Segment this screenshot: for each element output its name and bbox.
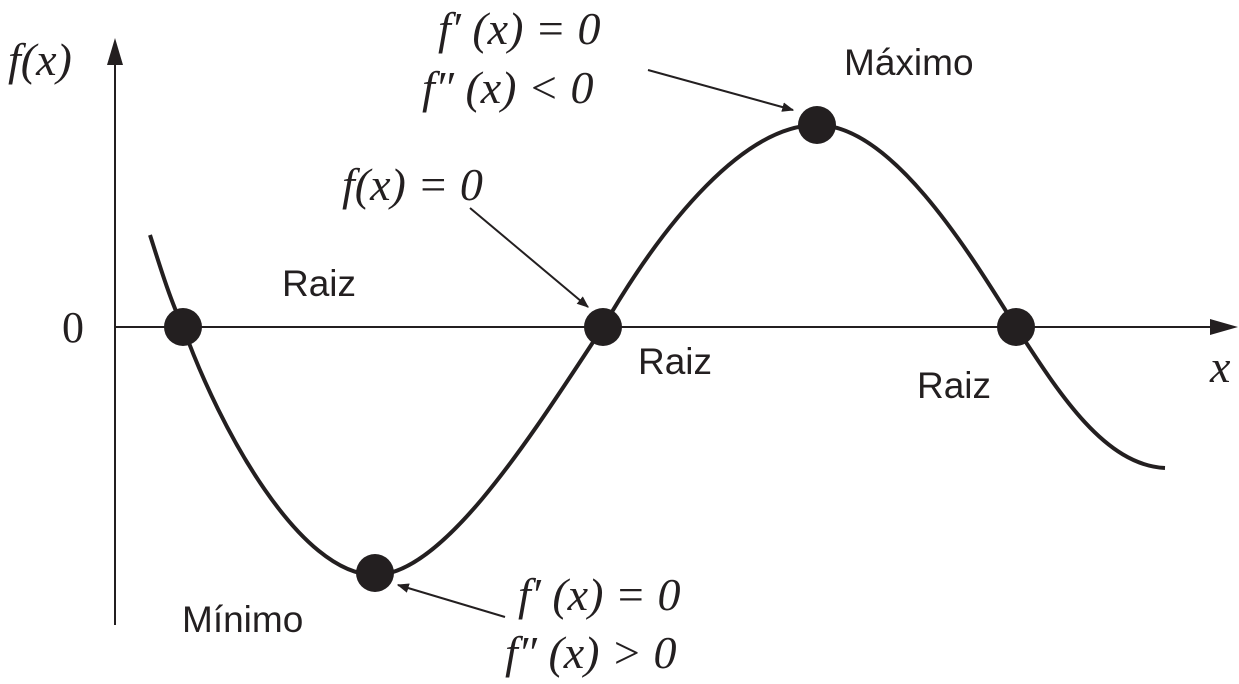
maximum-point xyxy=(798,106,836,144)
root-label-right: Raiz xyxy=(917,365,991,406)
root-pointer-arrow xyxy=(469,207,589,308)
root-label-left: Raiz xyxy=(282,263,356,304)
root-point-left xyxy=(164,308,202,346)
minimum-label: Mínimo xyxy=(182,599,303,640)
root-point-middle xyxy=(584,308,622,346)
root-label-middle: Raiz xyxy=(638,341,712,382)
minimum-point xyxy=(356,554,394,592)
y-axis-label: f(x) xyxy=(8,34,72,85)
maximum-second-derivative-condition: f″ (x) < 0 xyxy=(422,62,594,113)
minimum-second-derivative-condition: f″ (x) > 0 xyxy=(505,627,677,678)
x-axis-label: x xyxy=(1209,341,1231,392)
maximum-pointer-arrow xyxy=(647,69,795,112)
maximum-label: Máximo xyxy=(844,42,974,83)
maximum-first-derivative-condition: f′ (x) = 0 xyxy=(438,3,600,54)
x-axis-arrowhead xyxy=(1210,319,1238,335)
y-axis-arrowhead xyxy=(107,38,123,65)
minimum-pointer-arrow xyxy=(396,583,506,618)
minimum-first-derivative-condition: f′ (x) = 0 xyxy=(518,569,680,620)
root-condition: f(x) = 0 xyxy=(342,159,483,210)
root-point-right xyxy=(997,308,1035,346)
origin-label: 0 xyxy=(62,303,84,352)
